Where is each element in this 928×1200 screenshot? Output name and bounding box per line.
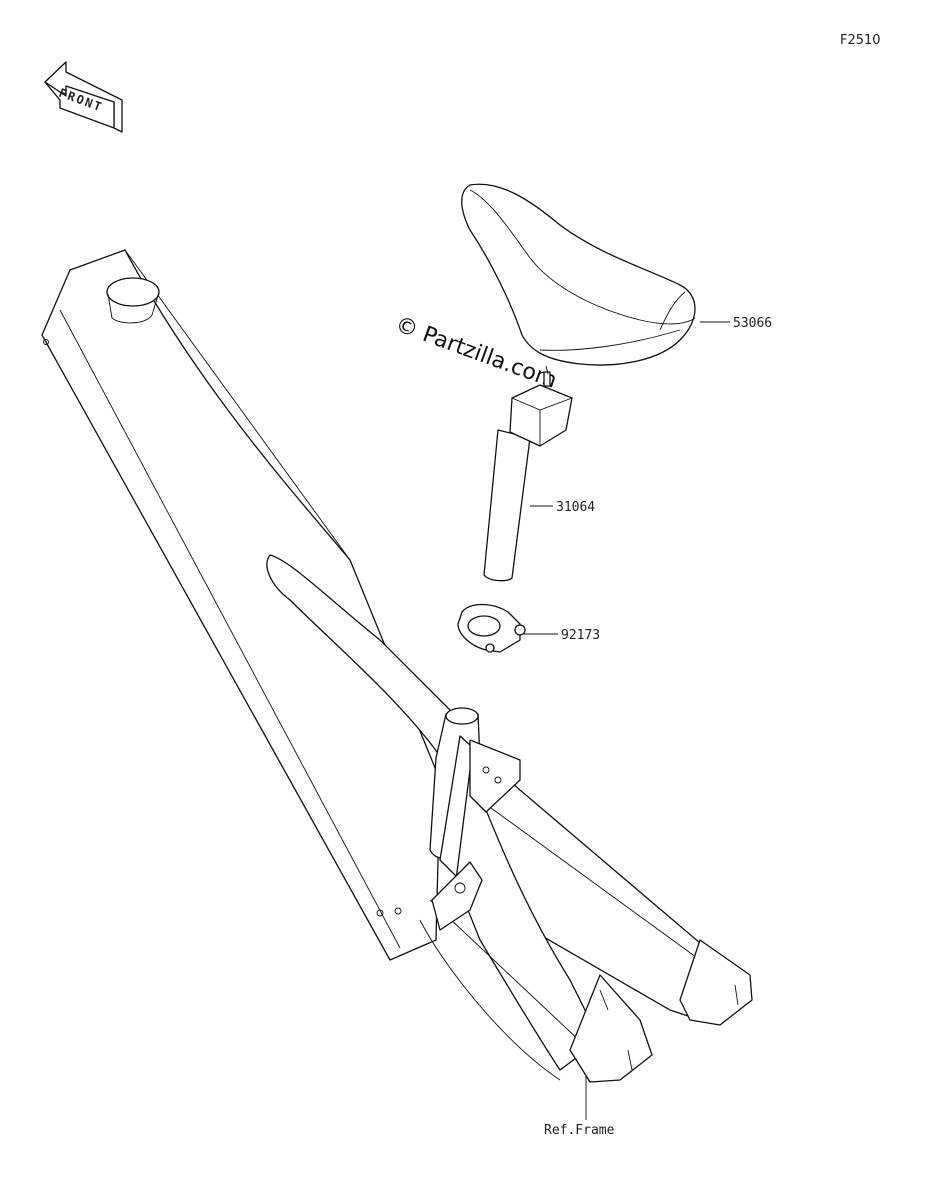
part-number-92173: 92173 <box>561 628 600 643</box>
front-arrow-icon: FRONT <box>44 61 123 133</box>
seat-post <box>483 365 573 582</box>
ref-frame-label: Ref.Frame <box>544 1123 615 1138</box>
diagram-code: F2510 <box>840 33 881 48</box>
saddle <box>461 183 696 366</box>
bike-frame <box>41 249 753 1083</box>
part-number-31064: 31064 <box>556 500 595 515</box>
part-number-53066: 53066 <box>733 316 772 331</box>
seat-clamp <box>457 603 526 653</box>
